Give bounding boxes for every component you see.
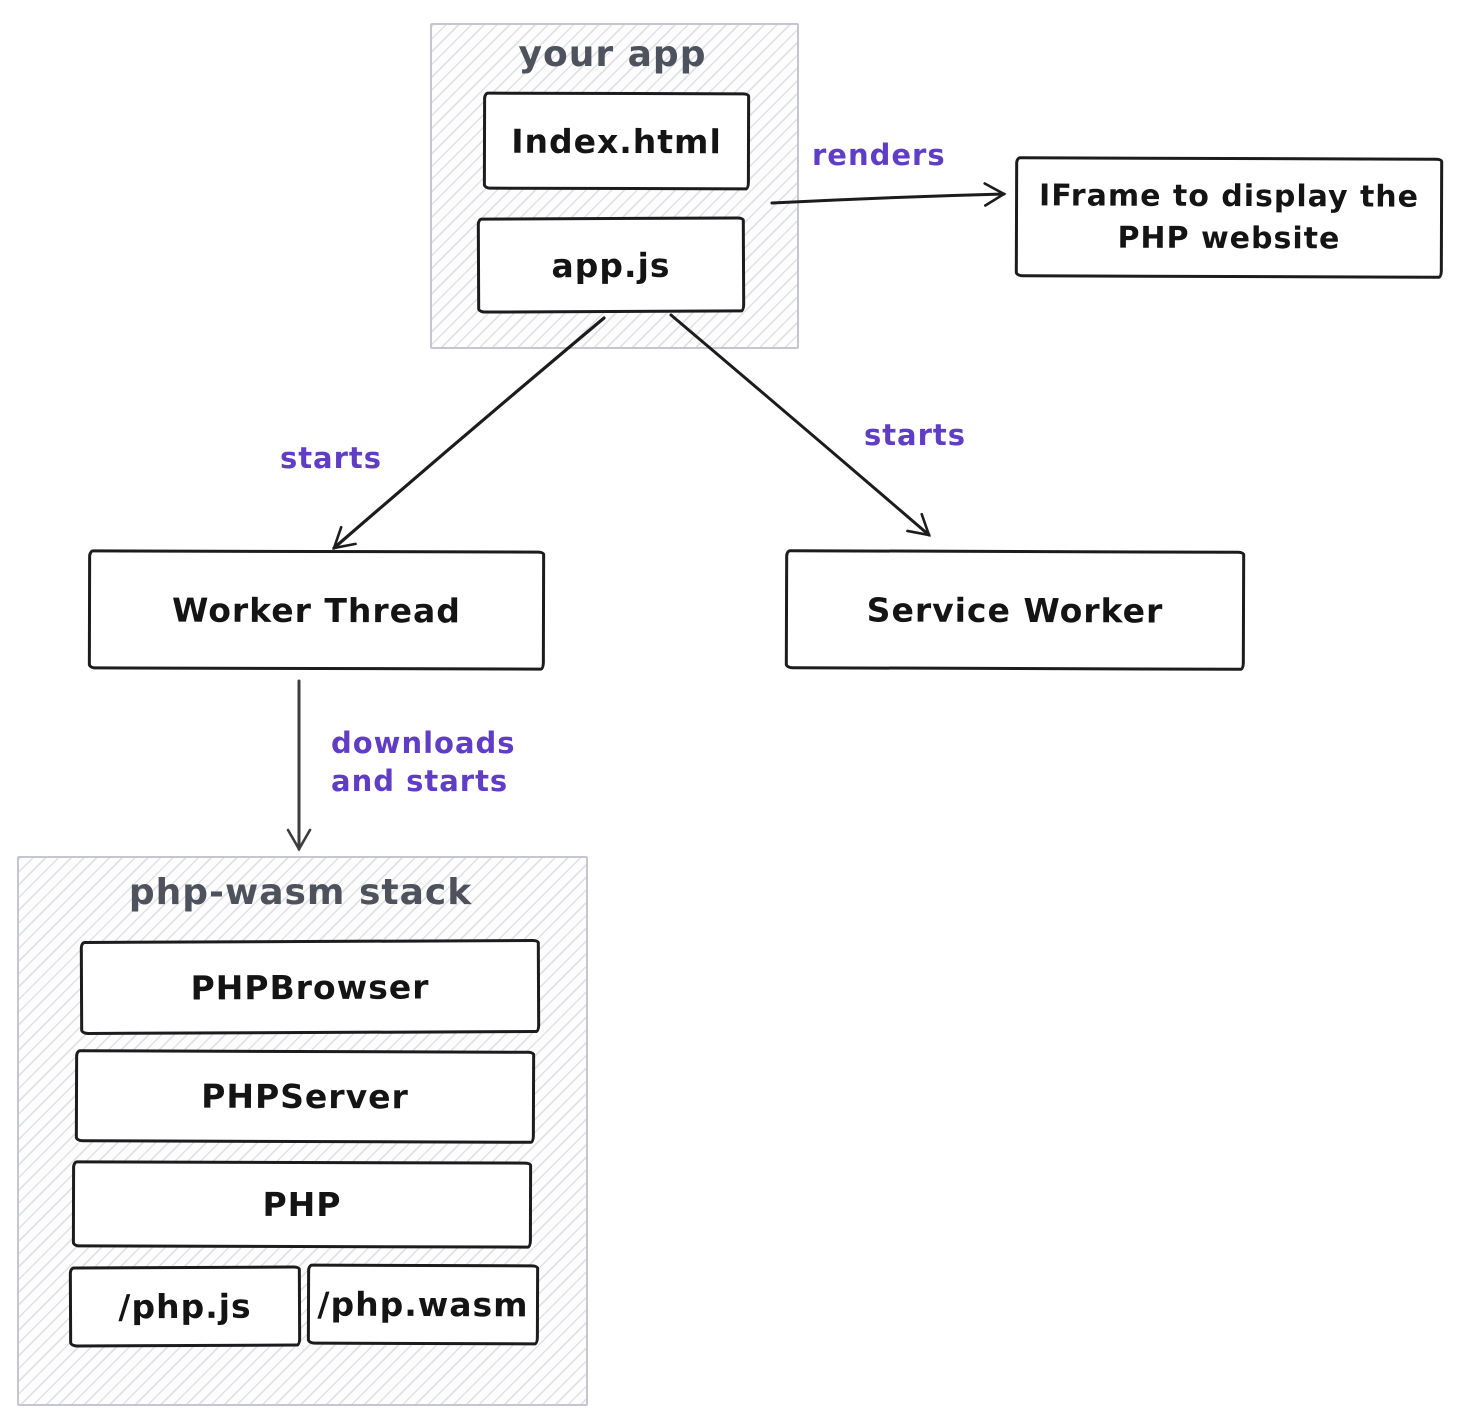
node-iframe: IFrame to display the PHP website — [1014, 156, 1444, 279]
node-service-worker-label: Service Worker — [866, 589, 1164, 631]
node-php-label: PHP — [262, 1184, 342, 1225]
node-php-browser-label: PHPBrowser — [190, 966, 430, 1008]
node-app-js: app.js — [476, 216, 746, 314]
node-index-html-label: Index.html — [511, 121, 722, 161]
node-php-browser: PHPBrowser — [79, 938, 541, 1036]
downloads-label-line1: downloads — [331, 726, 516, 760]
node-php: PHP — [71, 1160, 533, 1249]
node-service-worker: Service Worker — [784, 549, 1246, 671]
downloads-and-starts-label: downloads and starts — [331, 724, 516, 800]
node-php-js: /php.js — [68, 1265, 302, 1348]
starts-worker-arrow — [332, 316, 606, 550]
node-worker-thread: Worker Thread — [87, 549, 546, 671]
node-php-server: PHPServer — [74, 1049, 536, 1144]
php-wasm-stack-title: php-wasm stack — [128, 872, 473, 913]
starts-service-label: starts — [863, 418, 967, 452]
renders-label: renders — [812, 138, 946, 172]
node-app-js-label: app.js — [551, 245, 671, 285]
node-index-html: Index.html — [482, 91, 751, 191]
node-worker-thread-label: Worker Thread — [171, 590, 462, 630]
node-php-js-label: /php.js — [118, 1286, 252, 1327]
node-php-server-label: PHPServer — [201, 1076, 409, 1117]
node-iframe-label: IFrame to display the PHP website — [1039, 178, 1420, 256]
renders-arrow — [770, 182, 1007, 207]
downloads-label-line2: and starts — [331, 764, 509, 798]
node-php-wasm-label: /php.wasm — [317, 1284, 529, 1325]
your-app-title: your app — [518, 34, 707, 75]
node-php-wasm: /php.wasm — [306, 1263, 540, 1346]
starts-worker-label: starts — [279, 441, 383, 475]
